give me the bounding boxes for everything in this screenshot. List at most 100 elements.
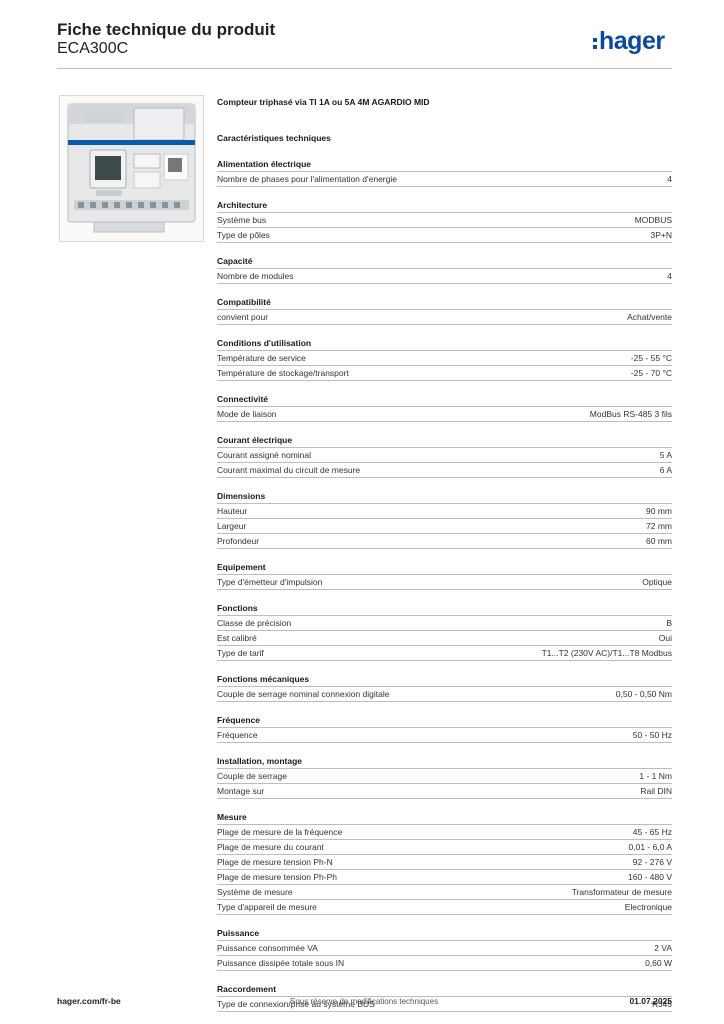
product-name: Compteur triphasé via TI 1A ou 5A 4M AGA… (217, 97, 430, 107)
spec-row: Type de pôles 3P+N (217, 228, 672, 243)
header-divider (57, 68, 672, 69)
group-title: Alimentation électrique (217, 157, 672, 172)
spec-row: Type de tarif T1...T2 (230V AC)/T1...T8 M… (217, 646, 672, 661)
spec-label: Puissance dissipée totale sous IN (217, 958, 345, 968)
spec-label: Type de tarif (217, 648, 264, 658)
spec-label: Système de mesure (217, 887, 293, 897)
spec-value: 2 VA (654, 943, 672, 953)
spec-row: Courant assigné nominal 5 A (217, 448, 672, 463)
spec-label: Type de connexion/prise au système BUS (217, 999, 375, 1009)
spec-label: Puissance consommée VA (217, 943, 318, 953)
spec-value: 90 mm (646, 506, 672, 516)
spec-label: Hauteur (217, 506, 248, 516)
spec-label: Largeur (217, 521, 247, 531)
group-title: Raccordement (217, 982, 672, 997)
spec-row: Plage de mesure tension Ph-Ph 160 - 480 V (217, 870, 672, 885)
spec-value: Rail DIN (640, 786, 672, 796)
spec-row: Couple de serrage 1 - 1 Nm (217, 769, 672, 784)
spec-value: Oui (658, 633, 672, 643)
spec-row: Hauteur 90 mm (217, 504, 672, 519)
spec-value: 92 - 276 V (632, 857, 672, 867)
spec-row: Nombre de modules 4 (217, 269, 672, 284)
group-title: Conditions d'utilisation (217, 336, 672, 351)
group-title: Capacité (217, 254, 672, 269)
group-title: Courant électrique (217, 433, 672, 448)
spec-row: Nombre de phases pour l'alimentation d'e… (217, 172, 672, 187)
group-title: Fréquence (217, 713, 672, 728)
spec-label: Mode de liaison (217, 409, 277, 419)
spec-value: 5 A (659, 450, 672, 460)
spec-label: Classe de précision (217, 618, 292, 628)
spec-label: Plage de mesure tension Ph-Ph (217, 872, 338, 882)
spec-row: Fréquence 50 - 50 Hz (217, 728, 672, 743)
spec-value: 72 mm (646, 521, 672, 531)
spec-label: Couple de serrage (217, 771, 287, 781)
spec-value: 0,01 - 6,0 A (628, 842, 672, 852)
hager-logo: hager (593, 26, 665, 56)
spec-value: T1...T2 (230V AC)/T1...T8 Modbus (541, 648, 672, 658)
spec-row: Puissance dissipée totale sous IN 0,60 W (217, 956, 672, 971)
spec-label: convient pour (217, 312, 269, 322)
spec-label: Type d'appareil de mesure (217, 902, 317, 912)
spec-row: Largeur 72 mm (217, 519, 672, 534)
spec-value: 0,50 - 0,50 Nm (615, 689, 672, 699)
group-title: Fonctions mécaniques (217, 672, 672, 687)
spec-value: 0,60 W (645, 958, 672, 968)
spec-label: Type de pôles (217, 230, 270, 240)
spec-value: 1 - 1 Nm (639, 771, 672, 781)
spec-label: Nombre de modules (217, 271, 294, 281)
logo-dots-icon (593, 38, 597, 49)
spec-label: Nombre de phases pour l'alimentation d'e… (217, 174, 397, 184)
group-title: Connectivité (217, 392, 672, 407)
spec-label: Courant assigné nominal (217, 450, 312, 460)
spec-value: 160 - 480 V (628, 872, 672, 882)
spec-label: Type d'émetteur d'impulsion (217, 577, 323, 587)
spec-value: 45 - 65 Hz (632, 827, 672, 837)
spec-label: Est calibré (217, 633, 257, 643)
spec-label: Plage de mesure tension Ph-N (217, 857, 333, 867)
group-title: Fonctions (217, 601, 672, 616)
group-title: Equipement (217, 560, 672, 575)
footer-date: 01.07.2025 (629, 996, 672, 1006)
group-title: Dimensions (217, 489, 672, 504)
spec-value: RJ45 (652, 999, 672, 1009)
group-title: Compatibilité (217, 295, 672, 310)
spec-value: Transformateur de mesure (571, 887, 672, 897)
footer-website: hager.com/fr-be (57, 996, 121, 1006)
spec-value: -25 - 70 °C (630, 368, 672, 378)
spec-row: Système de mesure Transformateur de mesur… (217, 885, 672, 900)
spec-label: Fréquence (217, 730, 258, 740)
logo-text: hager (599, 26, 665, 55)
spec-label: Température de stockage/transport (217, 368, 349, 378)
spec-value: 3P+N (650, 230, 673, 240)
spec-value: 50 - 50 Hz (632, 730, 672, 740)
section-heading: Caractéristiques techniques (217, 133, 331, 143)
group-title: Puissance (217, 926, 672, 941)
spec-value: 4 (667, 174, 672, 184)
spec-value: -25 - 55 °C (630, 353, 672, 363)
spec-value: 4 (667, 271, 672, 281)
spec-value: 60 mm (646, 536, 672, 546)
spec-label: Montage sur (217, 786, 265, 796)
spec-label: Système bus (217, 215, 267, 225)
